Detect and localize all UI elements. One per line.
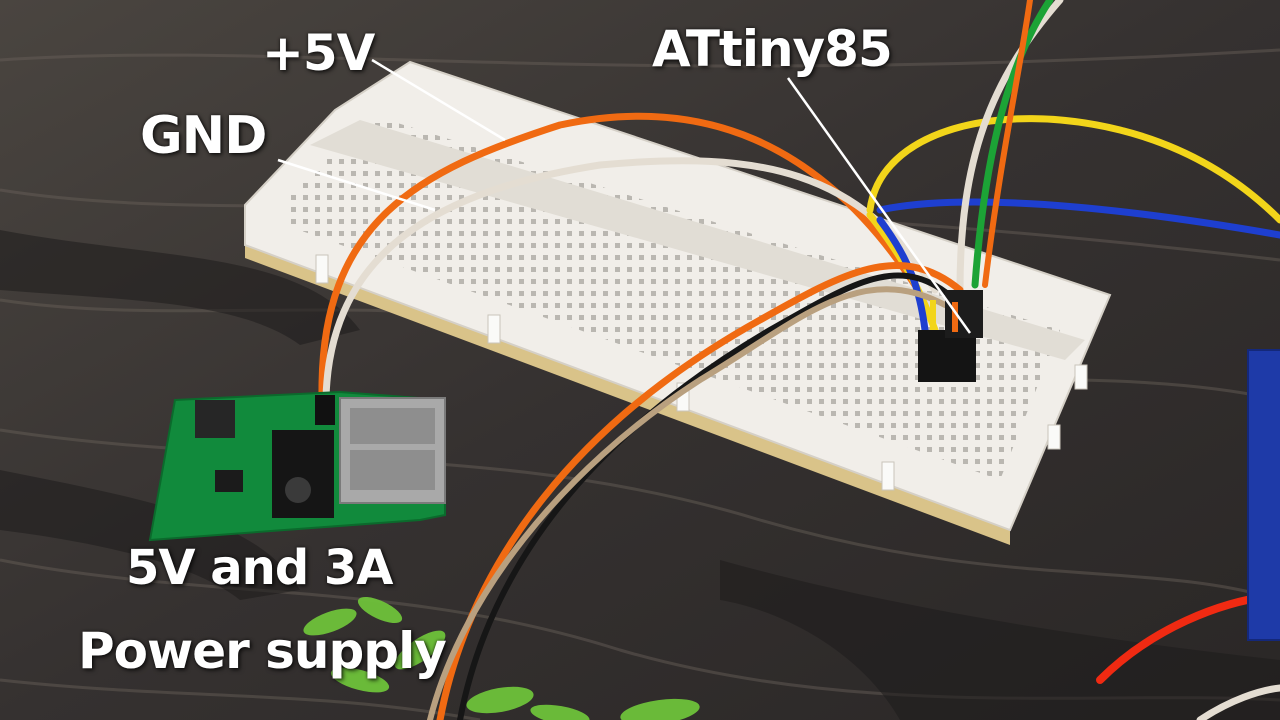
label-psu-line2: Power supply xyxy=(78,622,447,680)
label-psu-line1: 5V and 3A xyxy=(126,540,393,596)
label-attiny85: ATtiny85 xyxy=(652,20,893,78)
breadboard xyxy=(244,60,1112,545)
label-plus5v: +5V xyxy=(262,24,375,82)
blue-module xyxy=(1247,349,1280,641)
jumper-wires xyxy=(318,0,1280,720)
annotation-lines xyxy=(277,58,972,334)
plant-leaves xyxy=(303,596,700,720)
attiny-header-pins xyxy=(918,290,983,382)
label-gnd: GND xyxy=(140,106,267,166)
power-supply-module xyxy=(148,390,446,542)
